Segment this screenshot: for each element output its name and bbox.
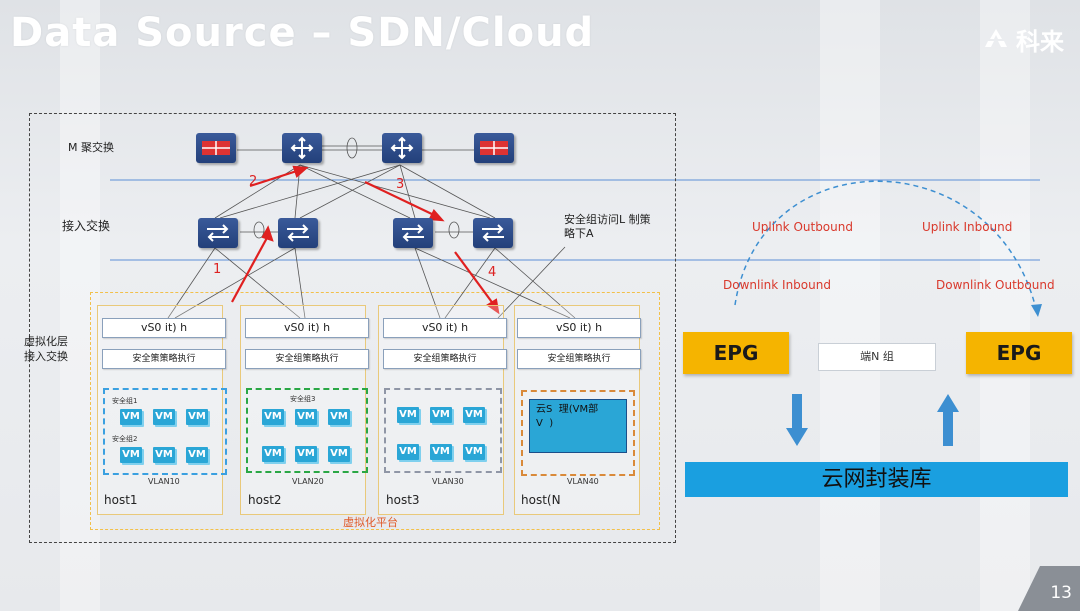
uplink-outbound-label: Uplink Outbound — [752, 220, 853, 234]
vm-icon: VM — [186, 447, 208, 463]
core-switch-icon — [382, 133, 422, 163]
host-label: host2 — [248, 493, 282, 507]
policy-box: 安全策策略执行 — [102, 349, 226, 369]
access-switch-icon — [198, 218, 238, 248]
virtualization-platform-frame — [90, 292, 660, 530]
arrow-up-icon — [943, 412, 953, 446]
vm-icon: VM — [463, 444, 485, 460]
security-group-box — [246, 388, 368, 473]
vswitch-box: vS0 it) h — [102, 318, 226, 338]
policy-box: 安全组策略执行 — [517, 349, 641, 369]
vm-icon: VM — [328, 446, 350, 462]
downlink-outbound-label: Downlink Outbound — [936, 278, 1055, 292]
vm-icon: VM — [186, 409, 208, 425]
vm-icon: VM — [262, 446, 284, 462]
security-group-label: 安全组1 — [112, 397, 138, 405]
policy-annotation: 安全组访问L 制策 略下A — [564, 213, 651, 240]
vlan-label: VLAN30 — [432, 477, 464, 486]
vm-icon: VM — [397, 407, 419, 423]
uplink-inbound-label: Uplink Inbound — [922, 220, 1013, 234]
vm-icon: VM — [153, 447, 175, 463]
epg-left-box: EPG — [683, 332, 789, 374]
page-number-text: 13 — [1050, 583, 1072, 603]
logo-text: 科来 — [1016, 28, 1064, 56]
cloud-network-library-bar: 云网封装库 — [685, 462, 1068, 497]
company-logo: 科来 — [982, 22, 1064, 57]
step-number: 3 — [396, 177, 405, 192]
access-switch-label: 接入交换 — [62, 219, 111, 233]
policy-box: 安全组策略执行 — [245, 349, 369, 369]
host-label: host(N — [521, 493, 561, 507]
virtualization-platform-label: 虚拟化平台 — [343, 516, 398, 529]
firewall-icon — [474, 133, 514, 163]
step-number: 1 — [213, 262, 222, 277]
background-panel — [980, 0, 1030, 611]
vswitch-box: vS0 it) h — [383, 318, 507, 338]
policy-box: 安全组策略执行 — [383, 349, 507, 369]
cloud-management-vm: 云S 理(VM部 V ) — [529, 399, 627, 453]
step-number: 4 — [488, 265, 497, 280]
security-group-label: 安全组3 — [290, 395, 316, 403]
host-label: host3 — [386, 493, 420, 507]
network-diagram-frame — [29, 113, 676, 543]
vm-icon: VM — [397, 444, 419, 460]
epg-right-box: EPG — [966, 332, 1072, 374]
security-group-box — [103, 388, 227, 475]
core-switch-icon — [282, 133, 322, 163]
access-switch-icon — [473, 218, 513, 248]
vm-icon: VM — [328, 409, 350, 425]
vswitch-box: vS0 it) h — [517, 318, 641, 338]
arrow-down-icon — [792, 394, 802, 428]
security-group-box — [384, 388, 502, 473]
logo-mark-icon — [985, 28, 1007, 47]
downlink-inbound-label: Downlink Inbound — [723, 278, 831, 292]
virtual-access-label: 虚拟化层 接入交换 — [24, 335, 68, 363]
background-panel — [820, 0, 880, 611]
vlan-label: VLAN20 — [292, 477, 324, 486]
vm-icon: VM — [430, 407, 452, 423]
vm-icon: VM — [262, 409, 284, 425]
vm-icon: VM — [120, 447, 142, 463]
step-number: 2 — [249, 174, 258, 189]
security-group-label: 安全组2 — [112, 435, 138, 443]
vswitch-box: vS0 it) h — [245, 318, 369, 338]
vm-icon: VM — [295, 446, 317, 462]
vm-icon: VM — [430, 444, 452, 460]
slide-title: Data Source – SDN/Cloud — [10, 10, 595, 56]
vm-icon: VM — [295, 409, 317, 425]
firewall-icon — [196, 133, 236, 163]
vm-icon: VM — [120, 409, 142, 425]
background-panel — [60, 0, 100, 611]
aggregation-switch-label: M 聚交换 — [68, 141, 114, 154]
vm-icon: VM — [153, 409, 175, 425]
vlan-label: VLAN40 — [567, 477, 599, 486]
endpoint-group-box: 端N 组 — [818, 343, 936, 371]
access-switch-icon — [278, 218, 318, 248]
access-switch-icon — [393, 218, 433, 248]
security-group-box — [521, 390, 635, 476]
host-label: host1 — [104, 493, 138, 507]
vm-icon: VM — [463, 407, 485, 423]
vlan-label: VLAN10 — [148, 477, 180, 486]
page-number: 13 — [1018, 566, 1080, 611]
